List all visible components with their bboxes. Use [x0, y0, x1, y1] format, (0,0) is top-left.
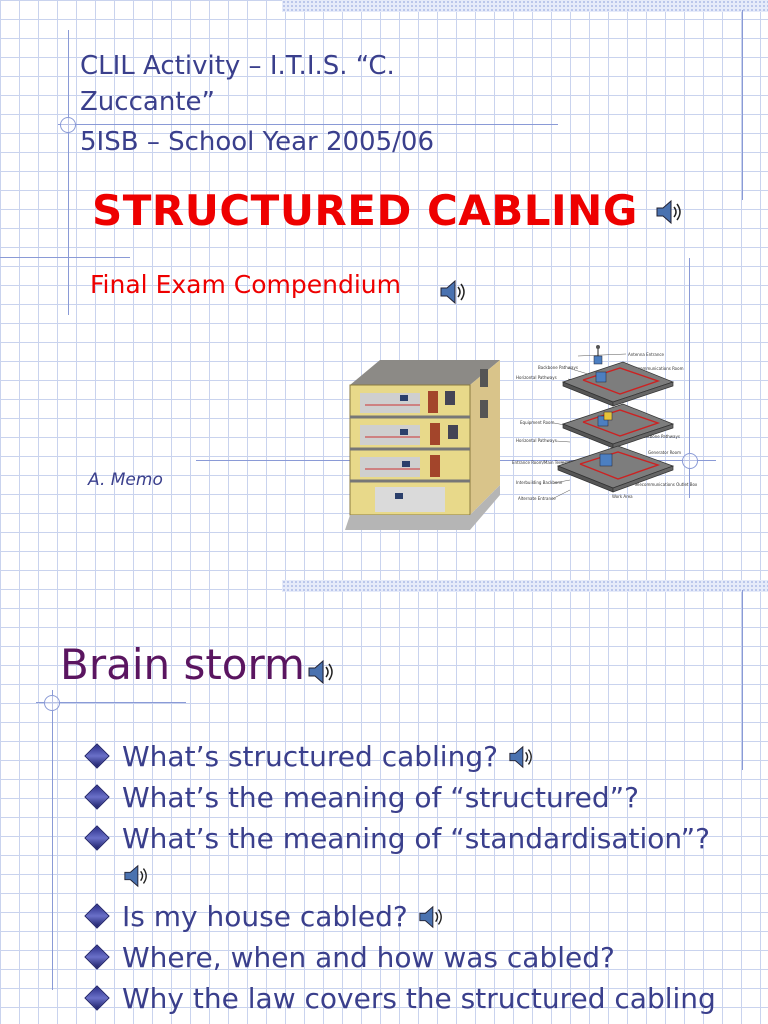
diagram-label: Backbone Pathways — [640, 434, 680, 439]
slide-title: CLIL Activity – I.T.I.S. “C. Zuccante” 5… — [0, 0, 768, 530]
diagram-label: Horizontal Pathways — [516, 438, 557, 443]
frame-line — [68, 30, 69, 315]
frame-line — [0, 257, 130, 258]
activity-line: CLIL Activity – I.T.I.S. “C. Zuccante” — [80, 51, 395, 117]
dotted-band — [282, 580, 768, 592]
list-item: What’s the meaning of “structured”? — [84, 779, 736, 816]
frame-line — [52, 690, 53, 990]
frame-line — [689, 258, 690, 498]
speaker-icon[interactable] — [654, 198, 684, 226]
cabling-diagram-image: Antenna Entrance Backbone Pathways Telec… — [512, 345, 698, 501]
frame-ring — [682, 453, 698, 469]
question-text: Why the law covers the structured cablin… — [122, 982, 716, 1024]
diamond-bullet-icon — [84, 985, 110, 1011]
list-item: What’s structured cabling? — [84, 738, 736, 775]
diagram-label: Backbone Pathways — [538, 365, 578, 370]
list-item: Is my house cabled? — [84, 898, 736, 935]
slide-title-text: STRUCTURED CABLING — [92, 186, 638, 235]
building-cutaway-image — [345, 360, 500, 530]
dotted-band — [282, 0, 768, 12]
diagram-label: Work Area — [612, 494, 633, 499]
list-item: Where, when and how was cabled? — [84, 939, 736, 976]
list-item: Why the law covers the structured cablin… — [84, 980, 736, 1024]
question-text: What’s the meaning of “structured”? — [122, 781, 640, 814]
diamond-bullet-icon — [84, 825, 110, 851]
question-text: Is my house cabled? — [122, 900, 408, 933]
slide-subtitle: Final Exam Compendium — [90, 270, 401, 299]
speaker-icon[interactable] — [438, 278, 468, 306]
slide-brainstorm: Brain storm What’s structured cabling? W… — [0, 580, 768, 1024]
diagram-label: Antenna Entrance — [628, 352, 665, 357]
author-name: A. Memo — [88, 470, 163, 490]
question-text: Where, when and how was cabled? — [122, 941, 615, 974]
question-list: What’s structured cabling? What’s the me… — [84, 738, 736, 1024]
diagram-label: Telecommunications Room — [629, 366, 684, 371]
diagram-label: Interbuilding Backbone — [516, 480, 563, 485]
slide-heading: Brain storm — [60, 640, 305, 689]
list-item: What’s the meaning of “standardisation”? — [84, 820, 736, 894]
frame-ring — [60, 117, 76, 133]
frame-line — [36, 702, 186, 703]
diagram-label: Equipment Room — [520, 420, 554, 425]
diagram-label: Telecommunications Outlet Box — [633, 482, 698, 487]
speaker-icon[interactable] — [507, 744, 535, 770]
diagram-label: Entrance Room/Main Terminal Space — [512, 460, 586, 465]
question-text: What’s structured cabling? — [122, 740, 498, 773]
diamond-bullet-icon — [84, 784, 110, 810]
question-text: What’s the meaning of “standardisation”? — [122, 822, 710, 855]
frame-line — [58, 124, 558, 125]
speaker-icon[interactable] — [306, 658, 336, 686]
diagram-label: Alternate Entrance — [518, 496, 556, 501]
diamond-bullet-icon — [84, 944, 110, 970]
frame-ring — [44, 695, 60, 711]
diamond-bullet-icon — [84, 903, 110, 929]
diagram-label: Generator Room — [648, 450, 681, 455]
diagram-label: Horizontal Pathways — [516, 375, 557, 380]
diamond-bullet-icon — [84, 743, 110, 769]
frame-line — [742, 590, 743, 770]
school-year-line: 5ISB – School Year 2005/06 — [80, 127, 434, 157]
speaker-icon[interactable] — [417, 904, 445, 930]
frame-line — [742, 10, 743, 200]
speaker-icon[interactable] — [122, 863, 150, 889]
